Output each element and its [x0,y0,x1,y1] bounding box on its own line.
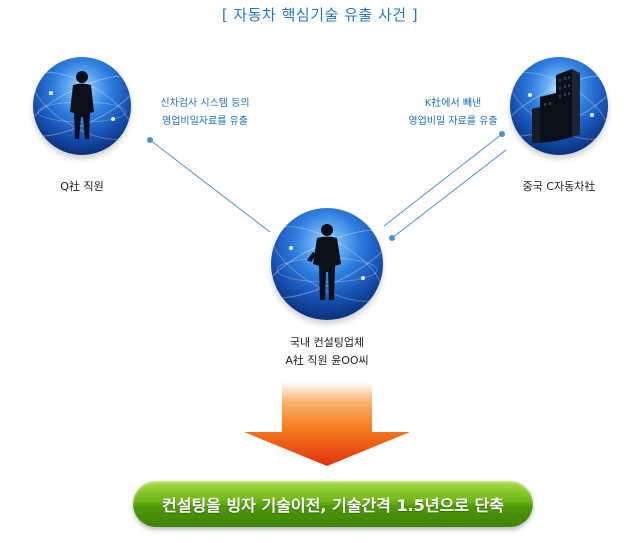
node-center-label: 국내 컨설팅업체 A社 직원 윤OO씨 [247,334,407,370]
globe-right [510,57,608,155]
diagram-title: [ 자동차 핵심기술 유출 사건 ] [221,6,419,24]
result-banner: 컨설팅을 빙자 기술이전, 기술간격 1.5년으로 단축 [133,481,533,527]
node-right-label: 중국 C자동차社 [522,180,596,193]
annotation-left-line1: 신차검사 시스템 등의 [160,98,250,109]
node-center-label-line2: A社 직원 윤OO씨 [285,354,369,367]
annotation-right-line1: K社에서 빼낸 [424,98,482,109]
building-icon [532,69,580,143]
node-left-label: Q社 직원 [60,180,104,193]
connector-left [149,139,271,233]
connector-right-upper-dot [499,131,505,137]
annotation-right: K社에서 빼낸 영업비밀 자료를 유출 [398,95,508,131]
connector-left-dot [147,137,153,143]
person-silhouette-icon [70,71,94,139]
globe-left [33,57,131,155]
node-center-label-line1: 국내 컨설팅업체 [289,336,365,349]
person-silhouette-icon [307,224,341,300]
connector-right-upper [383,133,503,227]
annotation-left: 신차검사 시스템 등의 영업비밀자료를 유출 [145,95,265,131]
connector-right-lower [391,149,507,239]
annotation-right-line2: 영업비밀 자료를 유출 [408,116,498,127]
annotation-left-line2: 영업비밀자료를 유출 [162,116,248,127]
connector-right-lower-dot [389,235,395,241]
globe-center [271,208,383,320]
